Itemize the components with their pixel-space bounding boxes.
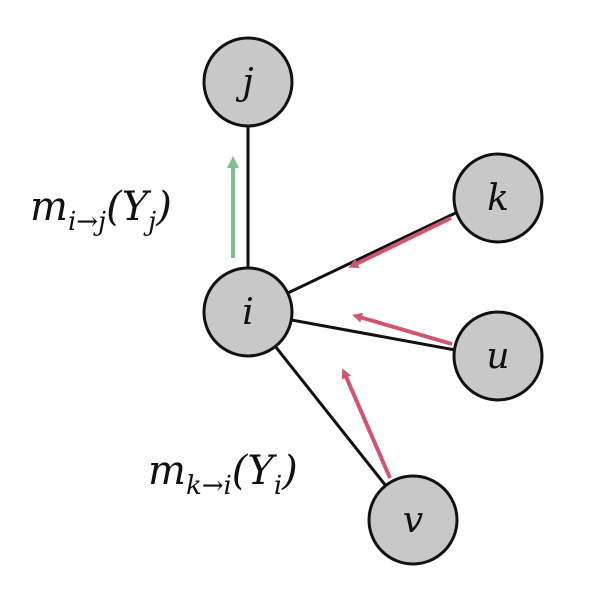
incoming-arrow-from-u [352, 312, 453, 346]
outgoing-message-arg: (Y [106, 184, 152, 230]
incoming-message-arg: (Y [232, 448, 278, 494]
incoming-message-subscript: k→i [186, 471, 232, 501]
node-v-label: v [403, 500, 423, 541]
outgoing-message-subscript: i→j [68, 207, 106, 237]
incoming-message-arg-subscript: i [274, 471, 282, 501]
outgoing-message-close: ) [155, 184, 172, 230]
node-k: k [452, 152, 544, 244]
incoming-arrow-from-k [348, 216, 452, 268]
incoming-message-label: mk→i(Yi) [148, 448, 298, 501]
node-u-label: u [486, 336, 509, 377]
incoming-message-base: m [148, 448, 186, 494]
node-i-label: i [242, 292, 254, 333]
node-k-label: k [487, 178, 509, 219]
node-i: i [202, 266, 294, 358]
outgoing-message-base: m [30, 184, 68, 230]
incoming-message-close: ) [281, 448, 298, 494]
node-u: u [452, 310, 544, 402]
node-j: j [202, 36, 294, 128]
node-v: v [367, 474, 459, 566]
outgoing-message-label: mi→j(Yj) [30, 184, 172, 237]
incoming-arrow-from-v [341, 368, 392, 479]
